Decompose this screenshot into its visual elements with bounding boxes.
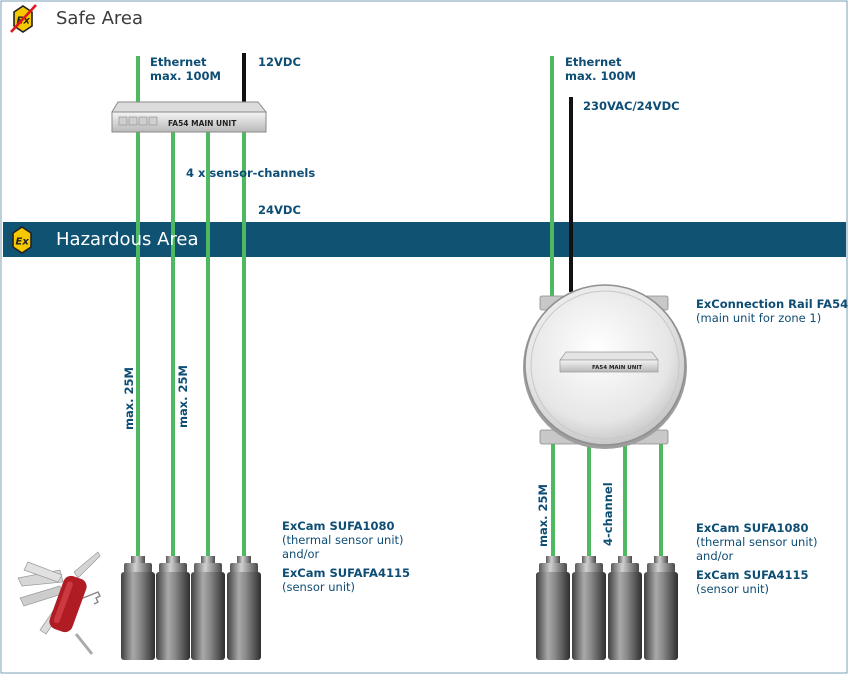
left-sensors (121, 556, 261, 660)
right-sensor-unit (644, 556, 678, 660)
right-ethernet-length: max. 100M (565, 69, 636, 83)
ex-crossed-icon: Ex (10, 4, 37, 33)
left-sensor-b-desc: (sensor unit) (282, 580, 356, 594)
right-sensor-b-desc: (sensor unit) (696, 582, 770, 596)
right-sensor-unit (572, 556, 606, 660)
left-channels-label: 4 x sensor-channels (186, 166, 316, 180)
ex-hazard-icon: Ex (12, 226, 32, 254)
right-sensors (536, 556, 678, 660)
svg-text:Ex: Ex (17, 16, 31, 27)
left-sensor-b-name: ExCam SUFAFA4115 (282, 566, 410, 580)
right-sensor-a-name: ExCam SUFA1080 (696, 521, 809, 535)
left-sensor-unit (156, 556, 190, 660)
left-sensor-unit (121, 556, 155, 660)
right-sensor-legend: ExCam SUFA1080 (thermal sensor unit) and… (696, 521, 818, 596)
right-cables (550, 56, 663, 560)
hazardous-area-title: Hazardous Area (56, 229, 199, 250)
right-ethernet-label: Ethernet max. 100M (565, 55, 636, 83)
multitool-knife-icon (17, 551, 101, 655)
safe-area-title: Safe Area (56, 8, 144, 29)
left-ethernet-label: Ethernet max. 100M (150, 55, 221, 83)
left-sensor-legend: ExCam SUFA1080 (thermal sensor unit) and… (282, 519, 410, 594)
exconnection-rail-enclosure: FA54 MAIN UNIT (523, 284, 687, 449)
left-sensor-unit (227, 556, 261, 660)
hazardous-band (3, 222, 846, 257)
left-power-in-label: 12VDC (258, 55, 301, 69)
left-ethernet-length: max. 100M (150, 69, 221, 83)
right-cable-length: max. 25M (536, 484, 550, 547)
left-cable-length-2: max. 25M (176, 365, 190, 428)
left-sensor-a-desc: (thermal sensor unit) (282, 533, 404, 547)
left-andor: and/or (282, 547, 320, 561)
right-sensor-unit (536, 556, 570, 660)
left-power-out-label: 24VDC (258, 203, 301, 217)
right-andor: and/or (696, 549, 734, 563)
left-main-unit: FA54 MAIN UNIT (111, 101, 268, 133)
right-sensor-unit (608, 556, 642, 660)
left-ethernet-text: Ethernet (150, 55, 207, 69)
right-sensor-b-name: ExCam SUFA4115 (696, 568, 809, 582)
left-cable-length-1: max. 25M (122, 367, 136, 430)
right-power-in-label: 230VAC/24VDC (583, 99, 680, 113)
svg-text:Ex: Ex (16, 237, 30, 248)
left-cables (136, 53, 246, 560)
rail-desc: (main unit for zone 1) (696, 311, 822, 325)
left-sensor-unit (191, 556, 225, 660)
left-sensor-a-name: ExCam SUFA1080 (282, 519, 395, 533)
left-main-unit-label: FA54 MAIN UNIT (168, 119, 237, 128)
right-sensor-a-desc: (thermal sensor unit) (696, 535, 818, 549)
exconnection-rail-label: ExConnection Rail FA54 (main unit for zo… (696, 297, 848, 325)
right-ethernet-text: Ethernet (565, 55, 622, 69)
right-channel-label: 4-channel (601, 482, 615, 546)
right-main-unit-label: FA54 MAIN UNIT (592, 365, 642, 371)
rail-name: ExConnection Rail FA54 (696, 297, 849, 311)
